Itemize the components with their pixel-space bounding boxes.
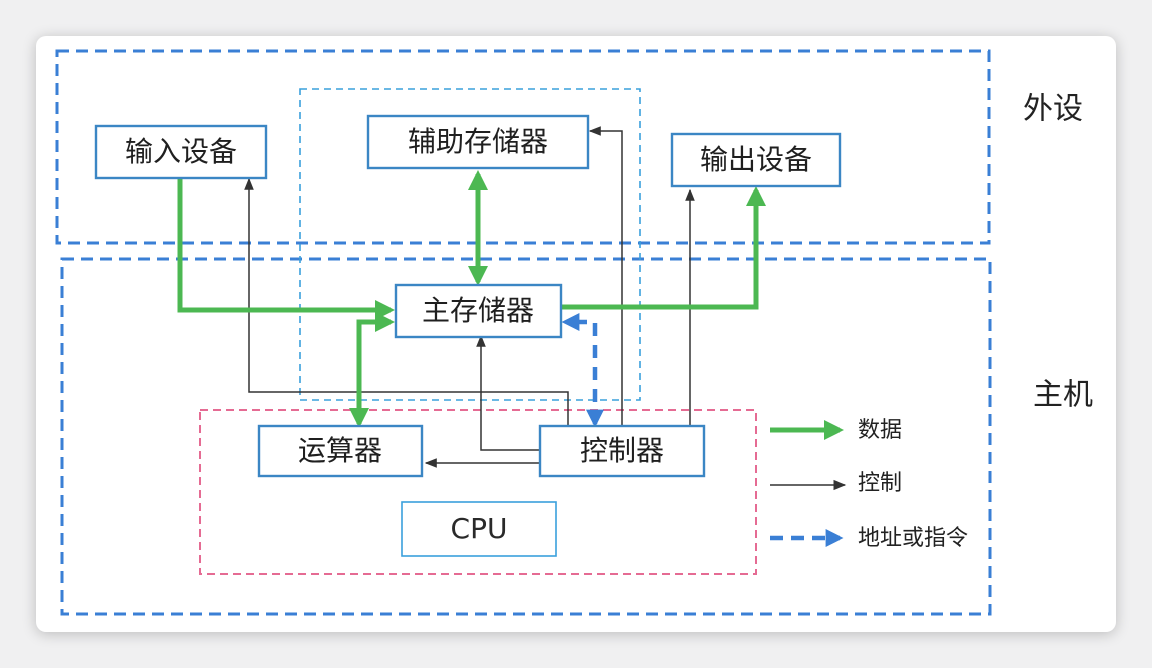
main-memory-label: 主存储器 <box>422 294 534 327</box>
input-device-box: 输入设备 <box>94 124 268 180</box>
peripherals-label: 外设 <box>1023 92 1083 127</box>
cpu-box: CPU <box>401 501 557 557</box>
legend: 数据 控制 地址或指令 <box>770 418 968 551</box>
host-label: 主机 <box>1033 378 1093 413</box>
cpu-region <box>199 409 757 575</box>
legend-address-label: 地址或指令 <box>858 526 968 551</box>
input-device-label: 输入设备 <box>125 135 237 168</box>
aux-storage-box: 辅助存储器 <box>366 114 590 170</box>
storage-region <box>299 88 641 401</box>
legend-data-label: 数据 <box>858 418 902 443</box>
control-line-main-memory <box>476 334 548 451</box>
address-line-controller-memory <box>561 313 604 428</box>
alu-label: 运算器 <box>298 434 382 467</box>
controller-box: 控制器 <box>538 424 706 478</box>
alu-box: 运算器 <box>257 424 424 478</box>
data-line-input-to-memory <box>177 179 395 320</box>
controller-label: 控制器 <box>580 434 664 467</box>
control-line-aux-storage <box>588 126 623 431</box>
peripherals-region <box>55 49 991 245</box>
main-memory-box: 主存储器 <box>394 283 563 339</box>
host-region <box>60 257 992 616</box>
cpu-label: CPU <box>451 512 508 545</box>
legend-control-label: 控制 <box>858 471 902 496</box>
output-device-box: 输出设备 <box>670 132 842 188</box>
data-line-alu-memory <box>349 312 395 428</box>
data-line-memory-to-output <box>562 186 766 310</box>
output-device-label: 输出设备 <box>700 143 812 176</box>
aux-storage-label: 辅助存储器 <box>408 125 548 158</box>
